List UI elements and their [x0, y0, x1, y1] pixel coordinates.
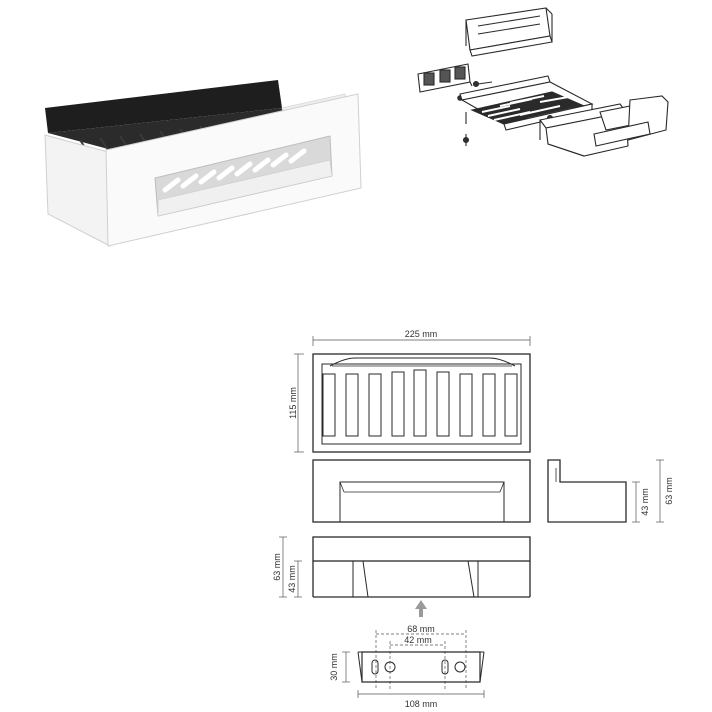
- front-lip: [157, 159, 333, 217]
- bracket-outer-label: 68 mm: [407, 624, 435, 634]
- product-render: [44, 80, 362, 247]
- exploded-front-frame: [539, 95, 669, 157]
- side-wall-left: [44, 134, 111, 247]
- side-total-height-label: 63 mm: [664, 477, 674, 505]
- exploded-back-panel: [465, 7, 553, 57]
- bracket-height-label: 30 mm: [329, 653, 339, 681]
- exploded-view: [417, 7, 669, 157]
- bracket-width-label: 108 mm: [405, 699, 438, 709]
- top-view: 225 mm 115 mm: [288, 329, 531, 453]
- exploded-wall-bracket: [417, 63, 473, 93]
- view-arrow: [415, 600, 427, 617]
- front-view: [312, 459, 531, 523]
- bracket-inner-label: 42 mm: [404, 635, 432, 645]
- bracket-view: 68 mm 42 mm 30 mm 108 mm: [329, 624, 485, 709]
- exploded-tray: [459, 75, 594, 146]
- depth-label: 115 mm: [288, 387, 298, 419]
- front-height-label: 43 mm: [287, 565, 297, 593]
- front-slats: [162, 148, 307, 193]
- side-front-height-label: 43 mm: [640, 488, 650, 516]
- total-height-label: 63 mm: [272, 553, 282, 581]
- width-label: 225 mm: [405, 329, 438, 339]
- rear-view: 63 mm 43 mm: [272, 536, 531, 598]
- side-view: 43 mm 63 mm: [547, 459, 674, 523]
- top-view-slots: [322, 369, 518, 437]
- back-plate: [45, 80, 282, 133]
